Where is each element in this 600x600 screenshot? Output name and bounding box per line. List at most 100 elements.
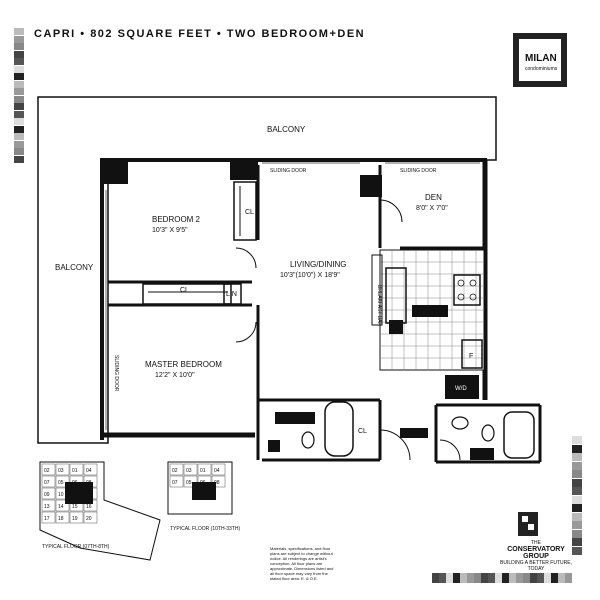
keyplan-right: 0203010407050608 TYPICAL FLOOR (10TH-33T… [167,461,240,532]
decorative-square [14,125,24,133]
burner-1 [457,279,465,287]
breakfast-bar [371,254,383,326]
decorative-square [572,495,582,504]
bathtub-ensuite [503,411,535,459]
decorative-square [14,118,24,125]
keyplan-unit [55,463,70,476]
keyplan-unit-label: 01 [200,468,206,474]
keyplan-unit-label: 08 [214,480,220,486]
keyplan-unit [83,511,98,524]
keyplan-unit [197,463,212,476]
decorative-square [14,103,24,110]
fridge-label: F [469,353,473,360]
decorative-square [14,148,24,155]
decorative-square [14,50,24,58]
decorative-square [502,573,509,583]
decorative-square [446,573,453,583]
developer-line1: THE [531,540,541,546]
master-dims: 12'2" X 10'0" [155,372,195,379]
keyplan-unit-label: 15 [72,504,78,510]
keyplan-unit-label: 10 [58,492,64,498]
linen-closet [223,283,242,305]
keyplan-unit [169,475,184,488]
closet-hall [142,283,232,305]
door-swing-master [235,321,257,343]
den-dims: 8'0" X 7'0" [416,205,448,212]
fridge [461,339,483,369]
logo-main-text: MILAN [525,53,557,64]
wall-post-1 [230,160,258,180]
keyplan-left: 0203010407050608091011121314151617181920… [39,461,161,561]
bathtub-main [324,401,354,457]
decorative-square [488,573,495,583]
disclaimer-text: Materials, specifications, and floor pla… [270,546,334,581]
keyplan-unit-label: 07 [172,480,178,486]
keyplan-unit [83,463,98,476]
breakfast-bar-label: BREAKFAST BAR [376,285,382,326]
decorative-square [572,538,582,546]
balcony-left-label: BALCONY [55,263,94,272]
cl-label-1: CL [245,209,254,216]
wall-corner-top-left [100,160,128,184]
living-label: LIVING/DINING [290,260,346,269]
toilet-ensuite [481,424,495,442]
decorative-square [572,521,582,529]
decorative-square [572,470,582,478]
keyplan-unit [41,487,56,500]
keyplan-unit-label: 19 [72,516,78,522]
door-swing-ensuite [439,439,461,461]
decorative-square [14,65,24,73]
developer-line3: GROUP [523,553,549,560]
bedroom2-dims: 10'3" X 9'5" [152,227,188,234]
keyplan-unit-label: 13 [44,504,50,510]
decorative-square [572,461,582,470]
vanity-ensuite [470,448,494,460]
decorative-square [509,573,516,583]
keyplan-unit-label: 17 [44,516,50,522]
toilet-main [301,431,315,449]
keyplan-right-caption: TYPICAL FLOOR (10TH-33TH) [170,526,240,532]
burner-4 [469,293,477,301]
decorative-square [14,28,24,35]
door-swing-den [379,199,403,223]
decorative-square [14,58,24,65]
decorative-square [572,504,582,512]
keyplan-unit [41,475,56,488]
logo-sub-text: condominiums [525,66,558,72]
keyplan-unit [41,511,56,524]
keyplan-unit [69,463,84,476]
sliding-door-label-2: SLIDING DOOR [400,168,437,174]
milan-logo: MILAN condominiums [513,33,567,87]
decorative-square [565,573,572,583]
keyplan-unit [211,463,226,476]
keyplan-left-caption: TYPICAL FLOOR (07TH-8TH) [42,544,110,550]
keyplan-unit-label: 04 [214,468,220,474]
living-dims: 10'3"(10'0") X 18'9" [280,272,340,279]
keyplan-unit-label: 05 [186,480,192,486]
decorative-square [572,444,582,453]
wd-label: W/D [455,386,467,392]
keyplan-unit-label: 09 [44,492,50,498]
decorative-square [523,573,530,583]
decorative-square [572,478,582,487]
shelf-main [268,440,280,452]
keyplan-unit-label: 14 [58,504,64,510]
sliding-door-label-3: SLIDING DOOR [113,355,119,392]
keyplan-unit-label: 02 [172,468,178,474]
stove [453,274,481,306]
keyplan-unit-label: 05 [58,480,64,486]
dishwasher [389,320,403,334]
decorative-square [460,573,467,583]
keyplan-unit-label: 16 [86,504,92,510]
decorative-square [558,573,565,583]
decorative-square [14,95,24,103]
keyplan-unit-label: 03 [186,468,192,474]
kitchen-island [412,305,448,317]
decorative-square [544,573,551,583]
decorative-square [474,573,481,583]
master-label: MASTER BEDROOM [145,360,222,369]
developer-line2: CONSERVATORY [507,546,565,553]
keyplan-unit [69,511,84,524]
door-swing-bed2 [235,247,257,269]
closet-bed2 [233,181,257,241]
